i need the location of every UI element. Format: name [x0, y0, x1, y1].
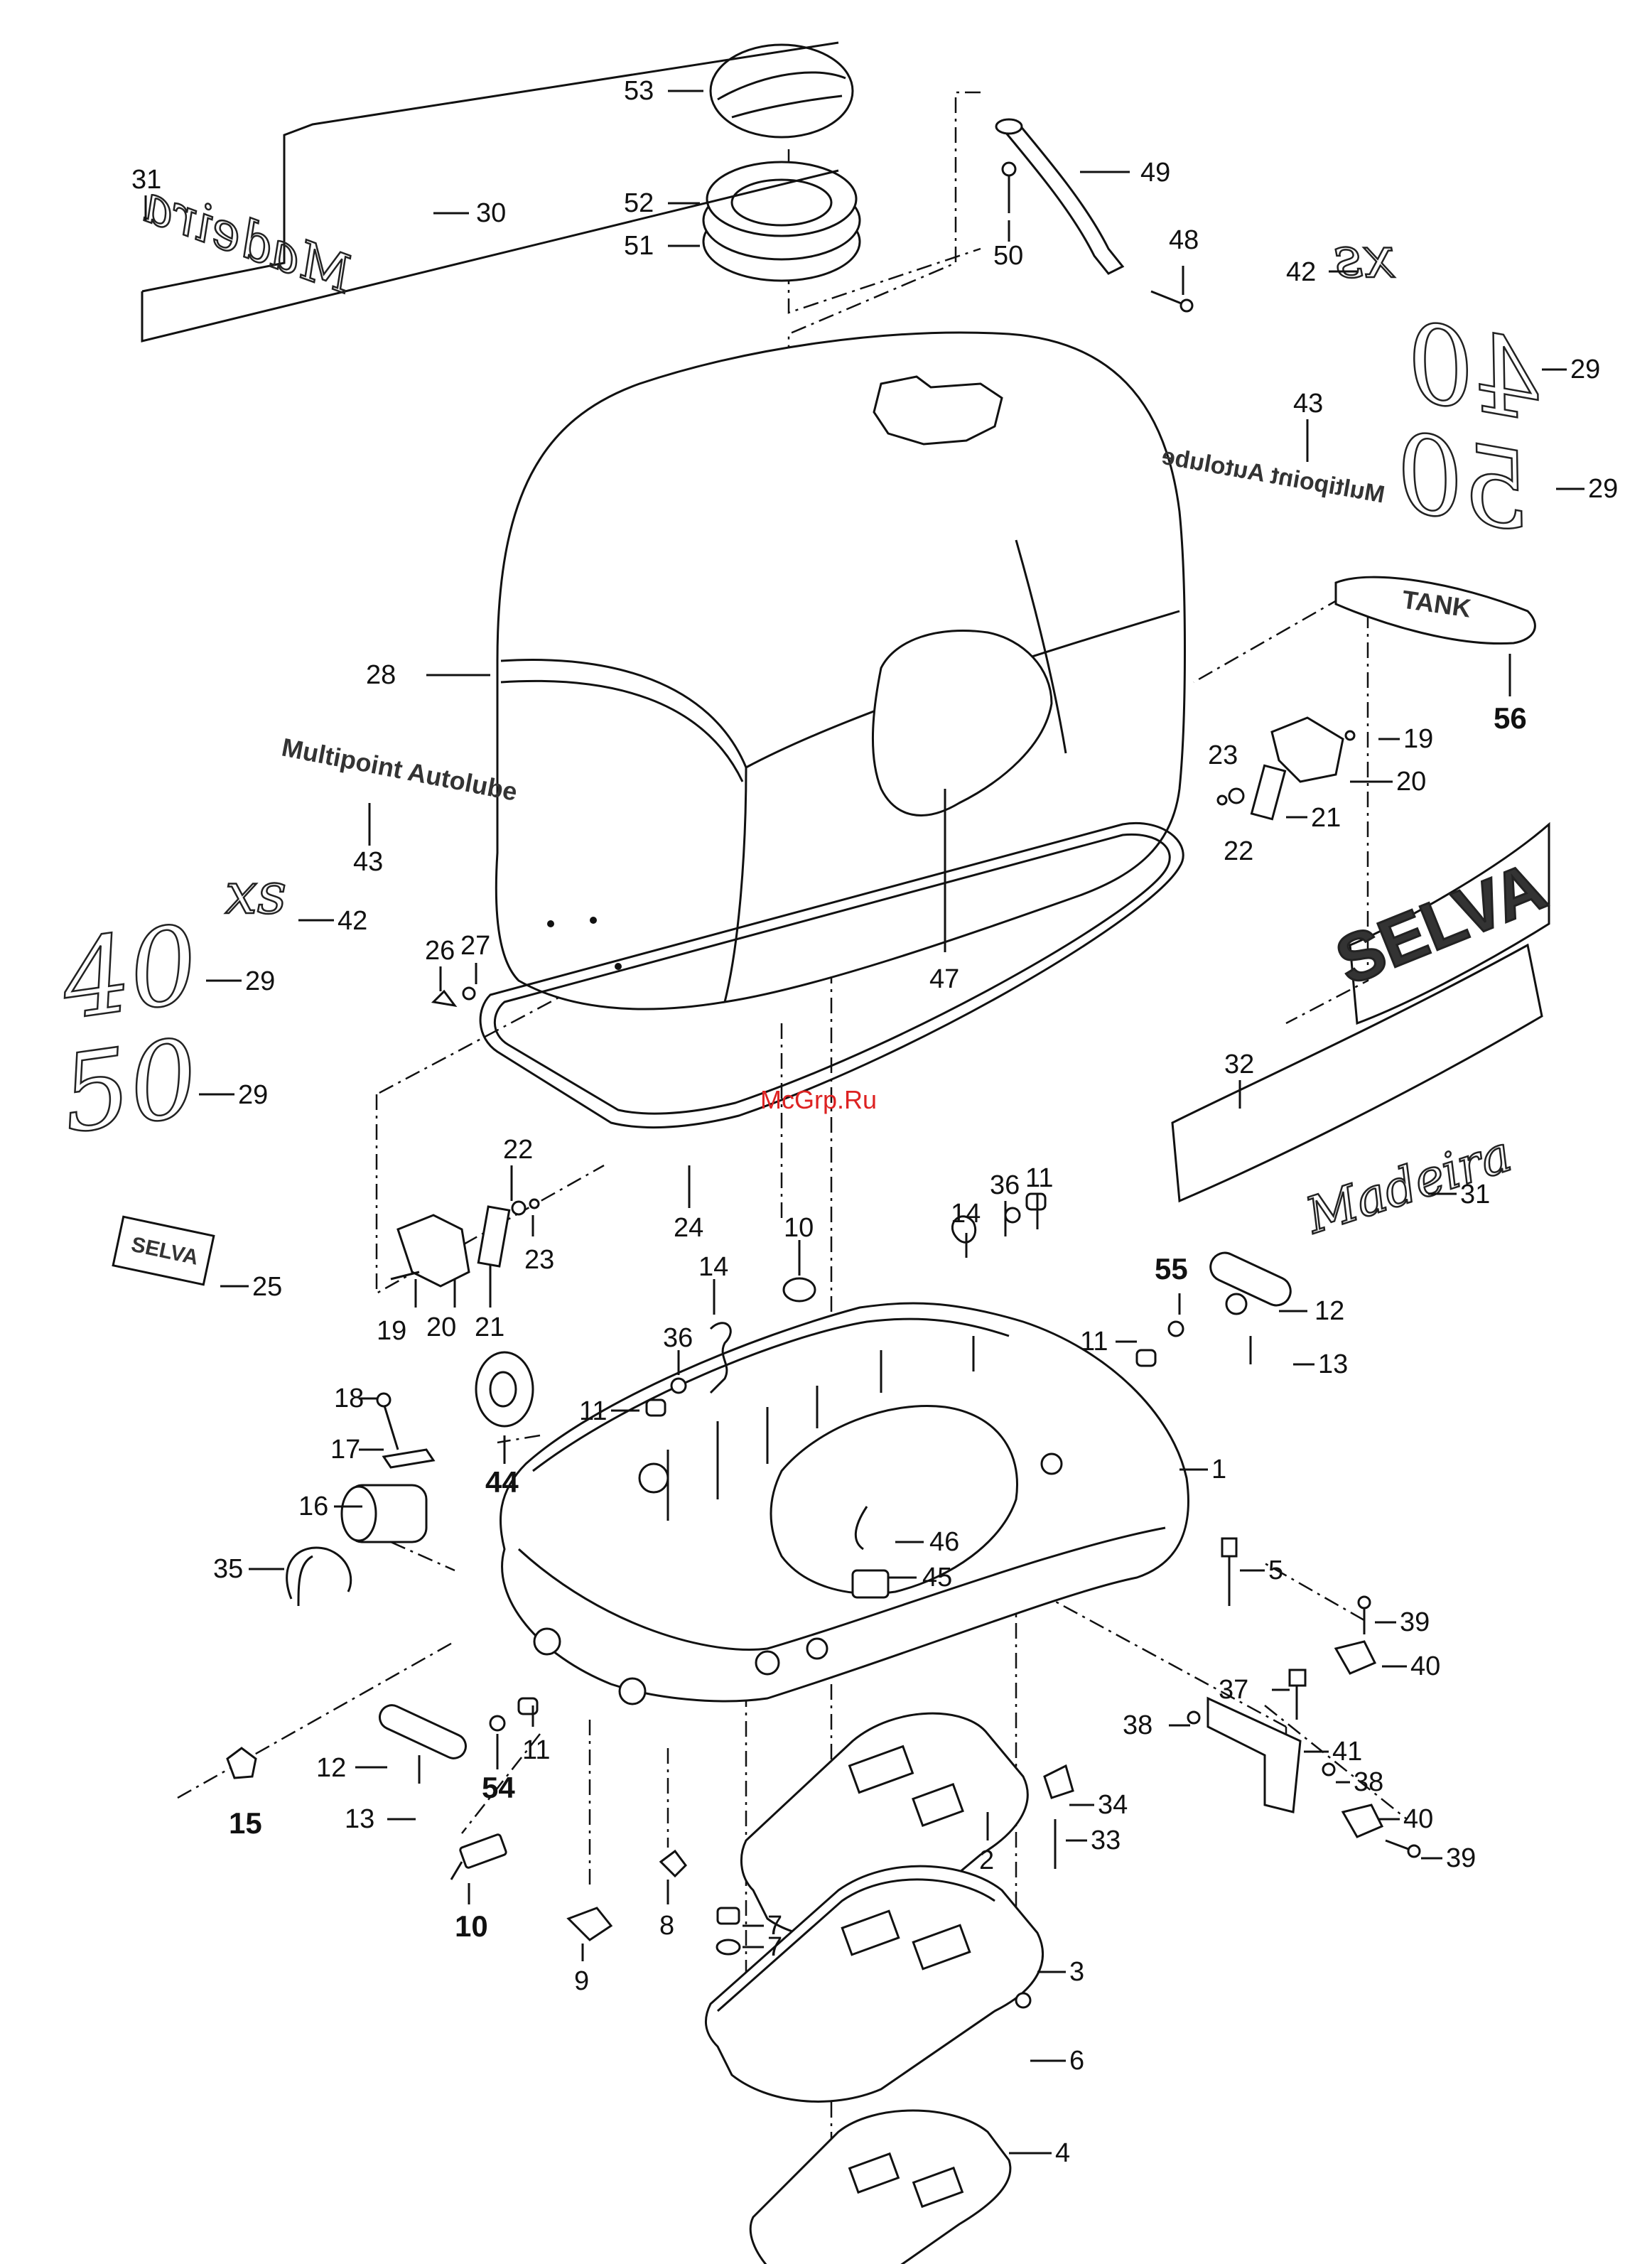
callout-48: 48 [1169, 225, 1199, 255]
callout-5: 5 [1268, 1556, 1283, 1585]
callout-22-left: 22 [503, 1135, 533, 1165]
callout-53: 53 [624, 76, 654, 106]
callout-7-bottom: 7 [767, 1932, 782, 1962]
decal-multipoint-autolube-mirrored: Multipoint Autolube [1160, 443, 1387, 509]
callout-32: 32 [1224, 1050, 1254, 1079]
callout-47: 47 [929, 964, 959, 994]
callout-49: 49 [1140, 158, 1170, 188]
callout-22-right: 22 [1224, 836, 1253, 866]
callout-19-left: 19 [377, 1316, 406, 1346]
callout-33: 33 [1091, 1826, 1121, 1855]
callout-29-left-40: 29 [245, 966, 275, 996]
decal-multipoint-autolube: Multipoint Autolube [279, 732, 519, 806]
callout-19-right: 19 [1403, 724, 1433, 754]
callout-11-right: 11 [1080, 1327, 1108, 1357]
callout-16: 16 [298, 1492, 328, 1521]
callout-11-bottom: 11 [522, 1735, 550, 1765]
callout-28: 28 [366, 660, 396, 690]
callout-34: 34 [1098, 1790, 1128, 1820]
cowl-seal-gasket [479, 822, 1184, 1129]
callout-52: 52 [624, 188, 654, 218]
callout-3: 3 [1069, 1957, 1084, 1987]
callout-40-top: 40 [1410, 1651, 1440, 1681]
callout-40-bottom: 40 [1403, 1804, 1433, 1834]
callout-17: 17 [330, 1435, 360, 1465]
callout-44: 44 [485, 1465, 519, 1499]
callout-13-left: 13 [345, 1804, 374, 1834]
leader-lines [199, 90, 1584, 2155]
bottom-cowling [499, 1302, 1189, 1705]
callout-37: 37 [1219, 1675, 1248, 1705]
callout-11-right-top: 11 [1025, 1163, 1053, 1193]
callout-36-right: 36 [990, 1170, 1020, 1200]
callout-30: 30 [476, 198, 506, 228]
callout-50: 50 [993, 241, 1023, 271]
hardware-parts [226, 118, 1421, 2009]
callout-29-right-50: 29 [1588, 474, 1618, 504]
decal-selva-large: SELVA [1326, 848, 1556, 1000]
callout-46: 46 [929, 1527, 959, 1557]
callout-14-left: 14 [698, 1252, 728, 1282]
callout-38-right: 38 [1354, 1767, 1383, 1797]
callout-10-top: 10 [784, 1213, 814, 1243]
callout-25: 25 [252, 1272, 282, 1302]
callout-55: 55 [1155, 1252, 1188, 1285]
decal-xs-mirrored: xs [1334, 225, 1395, 291]
decal-50: 50 [54, 1016, 205, 1158]
callout-21-right: 21 [1311, 803, 1341, 833]
callout-12-right: 12 [1314, 1296, 1344, 1326]
callout-31-top: 31 [131, 165, 161, 195]
callout-2: 2 [979, 1845, 994, 1875]
callout-23-right: 23 [1208, 740, 1238, 770]
callout-labels: 53 52 51 49 50 48 42 29 29 43 56 19 20 2… [131, 76, 1618, 2168]
callout-18: 18 [334, 1384, 364, 1413]
callout-42-left: 42 [338, 906, 367, 936]
callout-12-left: 12 [316, 1753, 346, 1783]
callout-43-right: 43 [1293, 389, 1323, 419]
callout-21-left: 21 [475, 1312, 504, 1342]
decal-40: 40 [53, 902, 205, 1044]
watermark: McGrp.Ru [760, 1085, 877, 1114]
callout-9: 9 [574, 1966, 589, 1996]
callout-15: 15 [229, 1806, 262, 1840]
callout-13-right: 13 [1318, 1349, 1348, 1379]
callout-36-left: 36 [663, 1323, 693, 1353]
callout-20-left: 20 [426, 1312, 456, 1342]
callout-39-bottom: 39 [1446, 1843, 1476, 1873]
callout-31-right: 31 [1460, 1180, 1490, 1209]
callout-11-left: 11 [579, 1396, 607, 1426]
top-cowling [495, 331, 1186, 1010]
callout-26: 26 [425, 936, 455, 966]
callout-29-left-50: 29 [238, 1080, 268, 1110]
callout-27: 27 [460, 931, 490, 961]
callout-20-right: 20 [1396, 767, 1426, 797]
callout-1: 1 [1211, 1455, 1226, 1484]
callout-14-right: 14 [951, 1199, 981, 1229]
callout-51: 51 [624, 231, 654, 261]
callout-41: 41 [1332, 1737, 1362, 1767]
callout-43-left: 43 [353, 847, 383, 877]
callout-45: 45 [922, 1563, 952, 1592]
callout-23-left: 23 [524, 1245, 554, 1275]
callout-39-top: 39 [1400, 1607, 1430, 1637]
callout-38-left: 38 [1123, 1710, 1152, 1740]
lower-plates [704, 1712, 1044, 2264]
callout-10-bottom: 10 [455, 1909, 488, 1943]
callout-29-right-40: 29 [1570, 355, 1600, 384]
callout-6: 6 [1069, 2046, 1084, 2076]
callout-35: 35 [213, 1554, 243, 1584]
callout-42-right: 42 [1286, 257, 1316, 287]
callout-56: 56 [1494, 701, 1527, 735]
filler-cap-assembly [702, 43, 861, 282]
callout-8: 8 [659, 1911, 674, 1941]
callout-24: 24 [674, 1213, 703, 1243]
decal-xs: xs [225, 861, 286, 927]
callout-leader-extra [144, 195, 469, 220]
decal-50-mirrored: 50 [1386, 411, 1540, 556]
callout-54: 54 [482, 1771, 515, 1804]
decal-40-mirrored: 40 [1396, 301, 1552, 446]
callout-4: 4 [1055, 2138, 1070, 2168]
callout-7-top: 7 [767, 1911, 782, 1941]
